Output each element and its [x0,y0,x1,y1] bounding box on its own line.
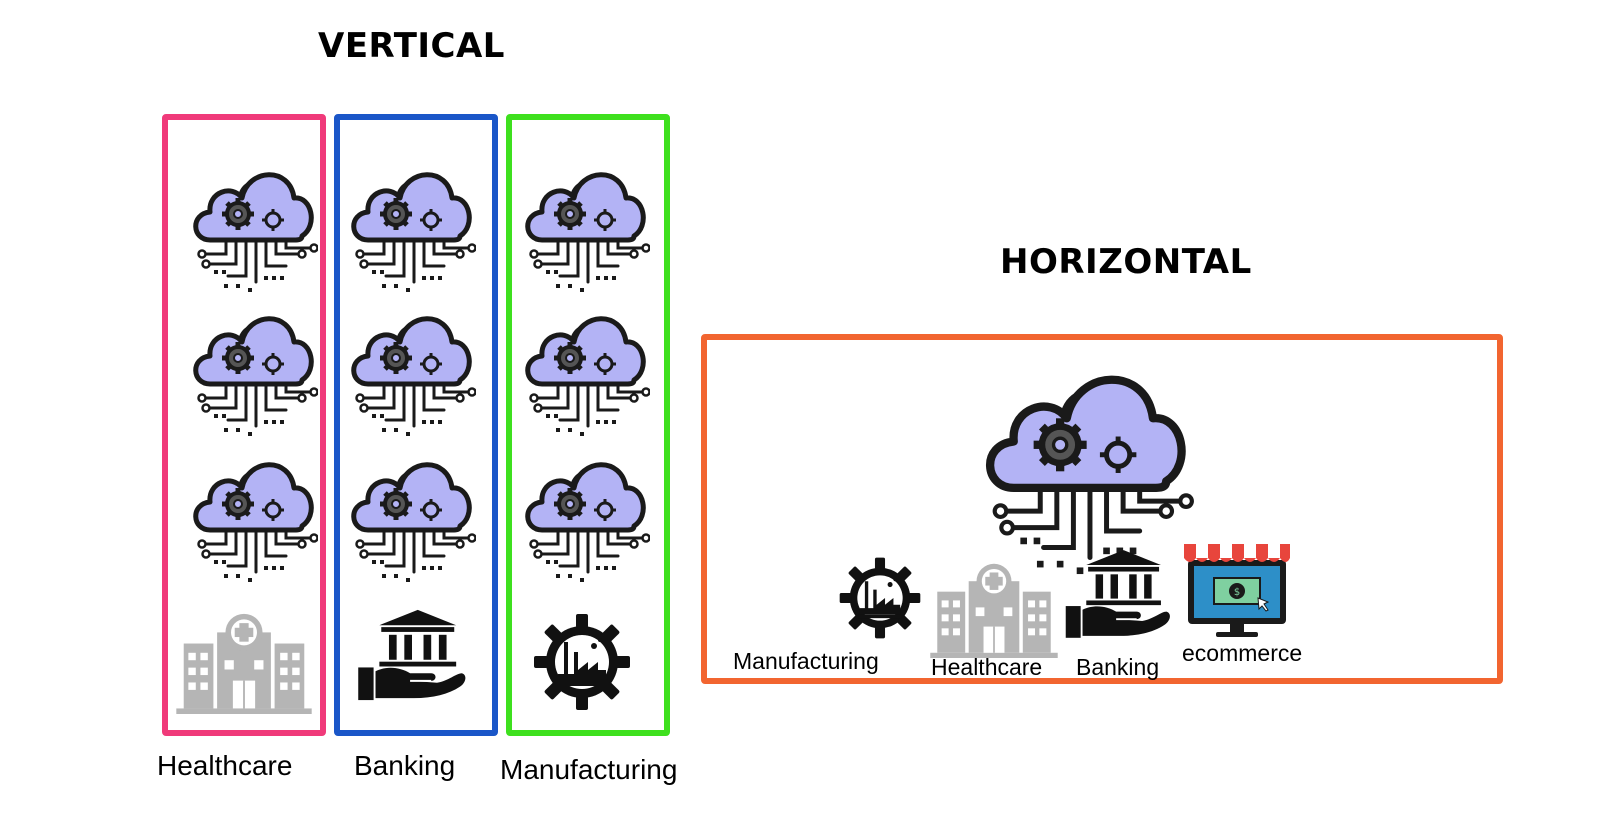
cloud-gear-icon [346,302,476,442]
banking-column-box [334,114,498,736]
cloud-gear-icon [520,158,650,298]
bank-hand-icon [1062,546,1174,640]
horizontal-healthcare-label: Healthcare [931,654,1043,680]
ecommerce-store-icon [1182,540,1292,640]
bank-hand-icon [354,606,470,702]
hospital-icon [174,612,314,714]
cloud-gear-icon [188,448,318,588]
cloud-gear-icon [346,448,476,588]
banking-label: Banking [354,750,456,781]
cloud-gear-icon [520,448,650,588]
horizontal-banking-label: Banking [1076,654,1160,680]
healthcare-label: Healthcare [157,750,293,781]
cloud-gear-icon [346,158,476,298]
factory-gear-icon [838,556,922,640]
manufacturing-label: Manufacturing [500,754,678,785]
horizontal-ecommerce-label: ecommerce [1182,640,1303,666]
cloud-gear-icon [520,302,650,442]
cloud-gear-icon [188,158,318,298]
healthcare-column-box [162,114,326,736]
manufacturing-column-box [506,114,670,736]
horizontal-title: HORIZONTAL [1000,242,1252,282]
vertical-title: VERTICAL [318,26,505,66]
hospital-icon [928,562,1060,658]
cloud-gear-icon [188,302,318,442]
factory-gear-icon [532,612,632,712]
horizontal-platform-box [701,334,1503,684]
horizontal-manufacturing-label: Manufacturing [733,648,879,674]
